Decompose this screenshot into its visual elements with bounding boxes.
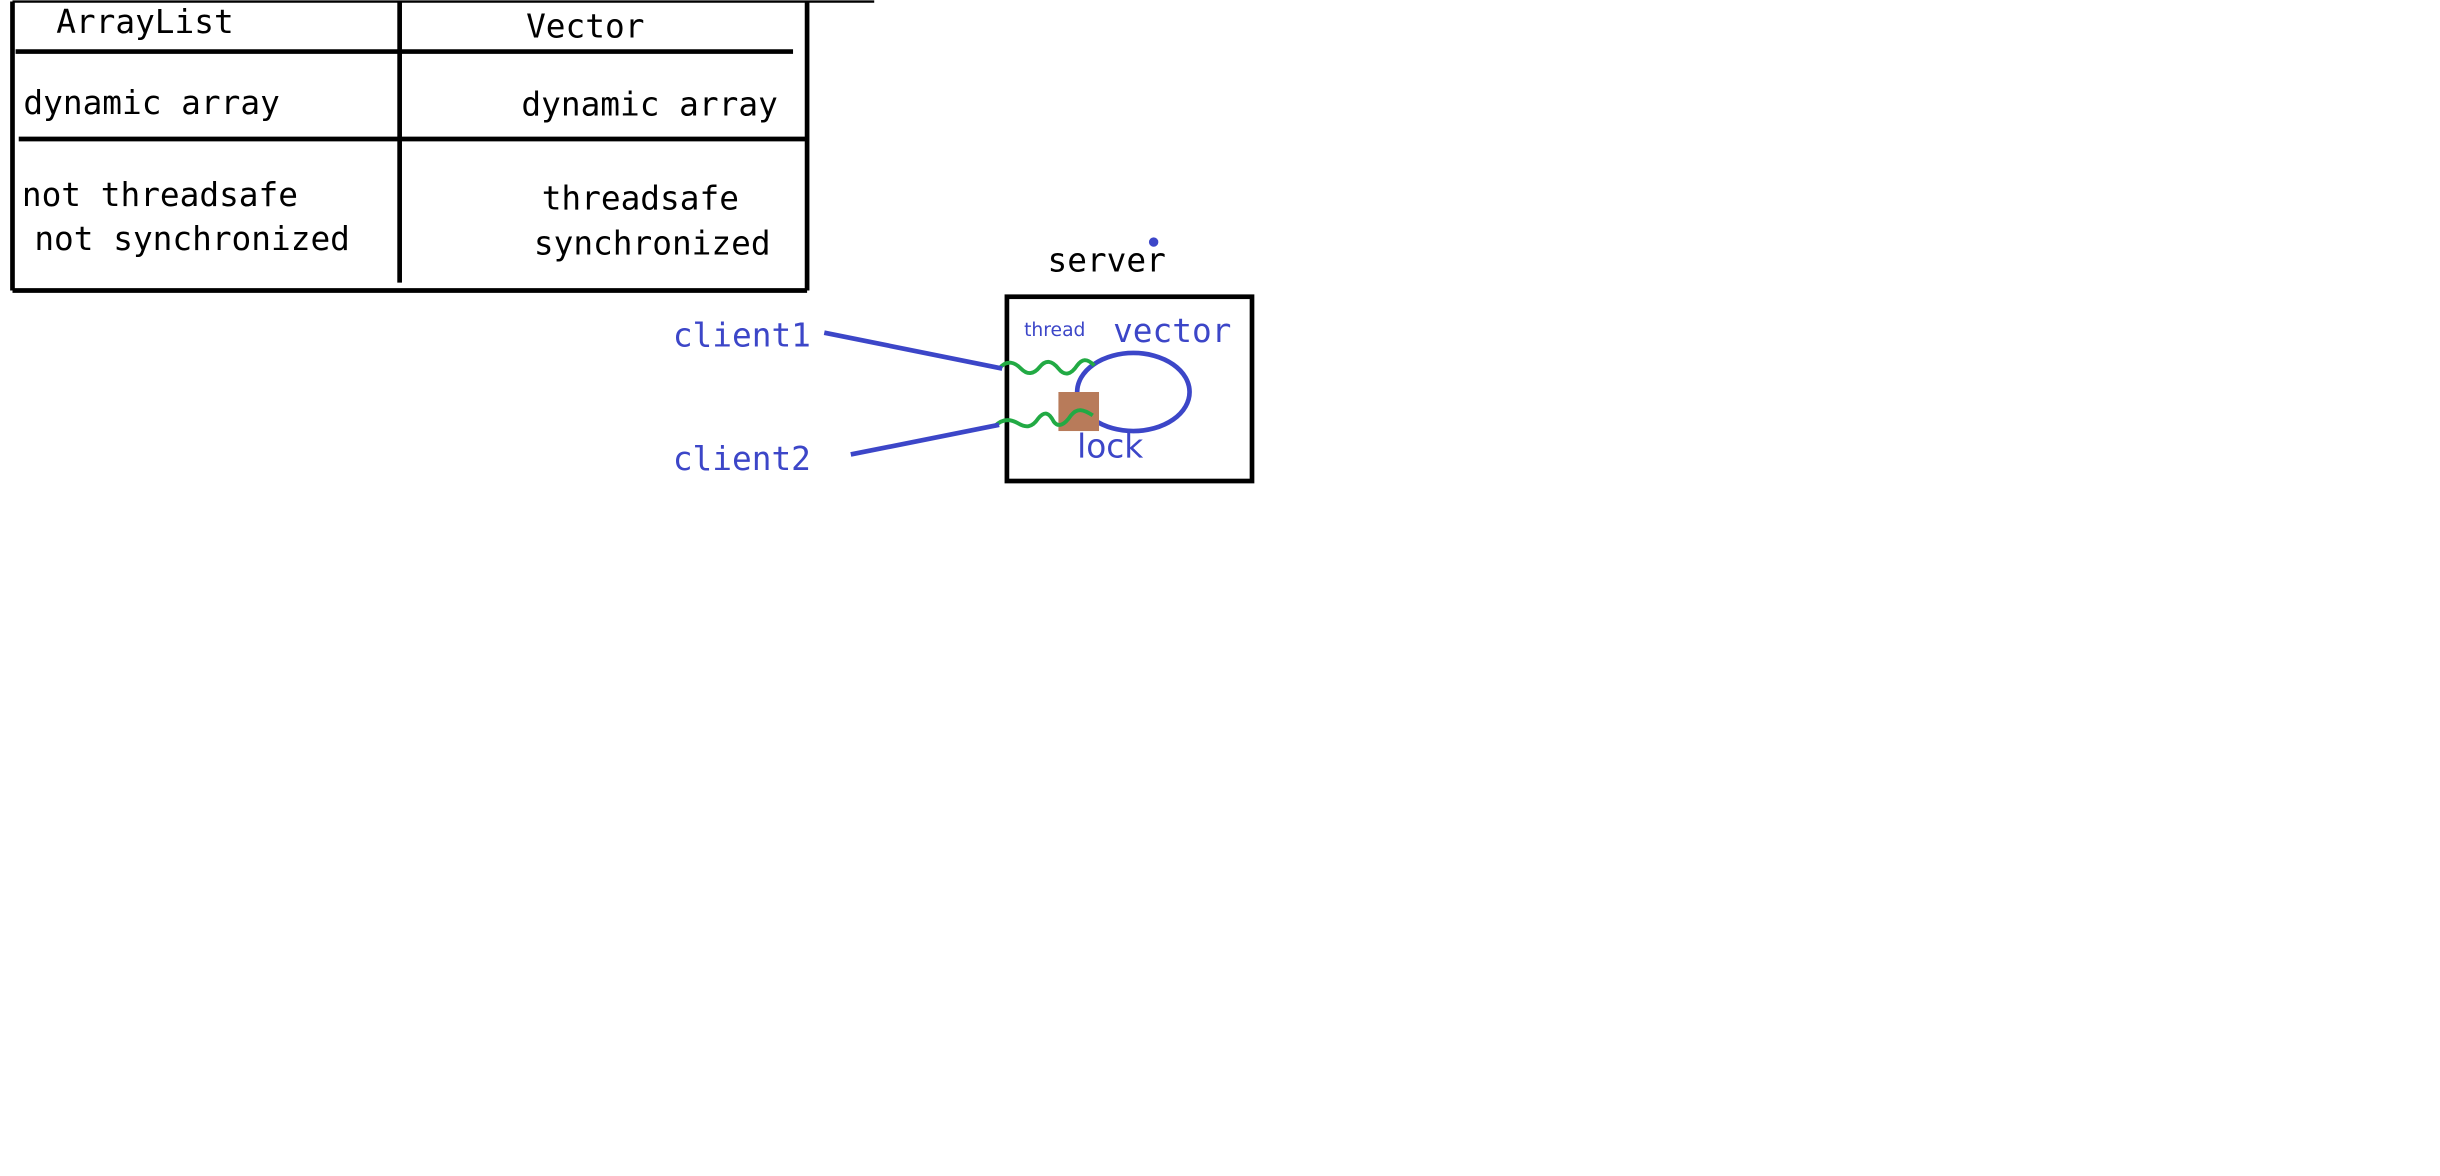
cell-arraylist-threadsafe: not threadsafe [22,176,298,214]
stray-dot [1148,237,1159,247]
server-diagram: server thread vector lock [993,237,1255,484]
cell-arraylist-synchronized: not synchronized [34,220,350,258]
client2-label: client2 [673,440,811,478]
cell-vector-dynamic: dynamic array [521,86,777,124]
client1-connection [823,330,1003,371]
lock-label: lock [1077,428,1143,466]
thread-label: thread [1024,320,1085,341]
client1-label: client1 [673,317,811,355]
client2-connection [850,422,1000,457]
vector-label: vector [1113,312,1231,350]
cell-vector-threadsafe: threadsafe [542,179,739,217]
cell-arraylist-dynamic: dynamic array [23,84,279,122]
cell-vector-synchronized: synchronized [534,225,771,263]
server-box [1004,294,1255,484]
thread-line-2 [993,408,1094,429]
comparison-table: ArrayList Vector dynamic array dynamic a… [10,0,875,293]
server-label: server [1047,242,1165,280]
header-arraylist: ArrayList [56,3,234,41]
thread-line-1 [997,358,1096,376]
header-vector: Vector [526,7,644,45]
clients: client1 client2 [673,317,1003,478]
